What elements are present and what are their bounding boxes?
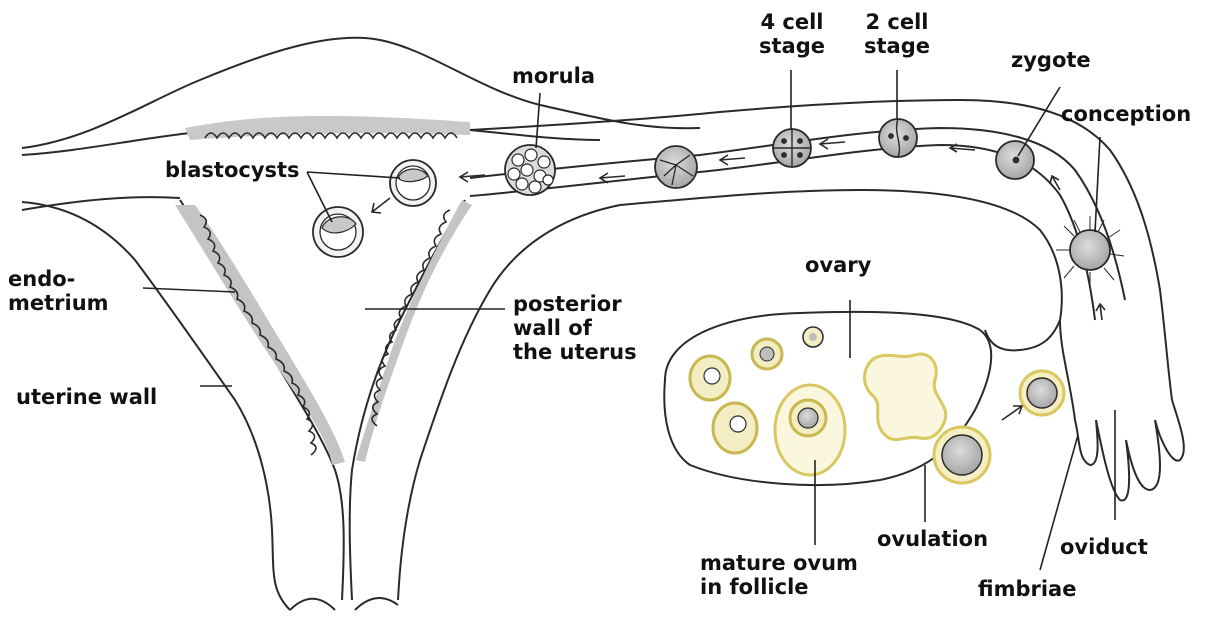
label-two-cell-line2: stage bbox=[842, 34, 952, 58]
label-conception: conception bbox=[1061, 102, 1191, 126]
label-endometrium-line2: metrium bbox=[8, 291, 109, 315]
label-uterine-wall: uterine wall bbox=[16, 385, 157, 409]
label-two-cell-line1: 2 cell bbox=[842, 10, 952, 34]
label-mature-ovum-line2: in follicle bbox=[700, 575, 858, 599]
leader-blastocysts-1 bbox=[307, 172, 400, 178]
label-two-cell-stage: 2 cell stage bbox=[842, 10, 952, 58]
label-four-cell-line2: stage bbox=[737, 34, 847, 58]
label-endometrium-line1: endo- bbox=[8, 267, 109, 291]
released-egg bbox=[1027, 378, 1057, 408]
label-mature-ovum-line1: mature ovum bbox=[700, 551, 858, 575]
leader-zygote bbox=[1018, 87, 1060, 156]
ovulating-egg bbox=[942, 435, 982, 475]
label-mature-ovum: mature ovum in follicle bbox=[700, 551, 858, 599]
conception-cell bbox=[1070, 230, 1110, 270]
label-four-cell-line1: 4 cell bbox=[737, 10, 847, 34]
label-fimbriae: fimbriae bbox=[978, 577, 1076, 601]
label-blastocysts: blastocysts bbox=[165, 158, 300, 182]
uterus-left-inner-wall bbox=[180, 200, 344, 600]
label-zygote: zygote bbox=[1011, 48, 1091, 72]
ovary bbox=[664, 312, 1064, 485]
cervix-outline bbox=[290, 598, 398, 610]
blastocyst-1 bbox=[390, 160, 436, 206]
label-oviduct: oviduct bbox=[1060, 535, 1148, 559]
uterus-lower-wall-line bbox=[22, 197, 180, 210]
label-endometrium: endo- metrium bbox=[8, 267, 109, 315]
label-ovary: ovary bbox=[805, 253, 871, 277]
mature-ovum bbox=[798, 408, 818, 428]
ovarian-ligament bbox=[985, 320, 1060, 350]
label-posterior-wall: posterior wall of the uterus bbox=[513, 292, 637, 364]
label-posterior-line1: posterior bbox=[513, 292, 637, 316]
leader-morula bbox=[536, 93, 540, 148]
label-ovulation: ovulation bbox=[877, 527, 988, 551]
label-posterior-line3: the uterus bbox=[513, 340, 637, 364]
label-posterior-line2: wall of bbox=[513, 316, 637, 340]
label-morula: morula bbox=[512, 64, 595, 88]
leader-conception bbox=[1095, 137, 1100, 232]
blastocyst-2 bbox=[313, 207, 363, 257]
uterus-right-inner-wall bbox=[350, 200, 465, 600]
label-four-cell-stage: 4 cell stage bbox=[737, 10, 847, 58]
